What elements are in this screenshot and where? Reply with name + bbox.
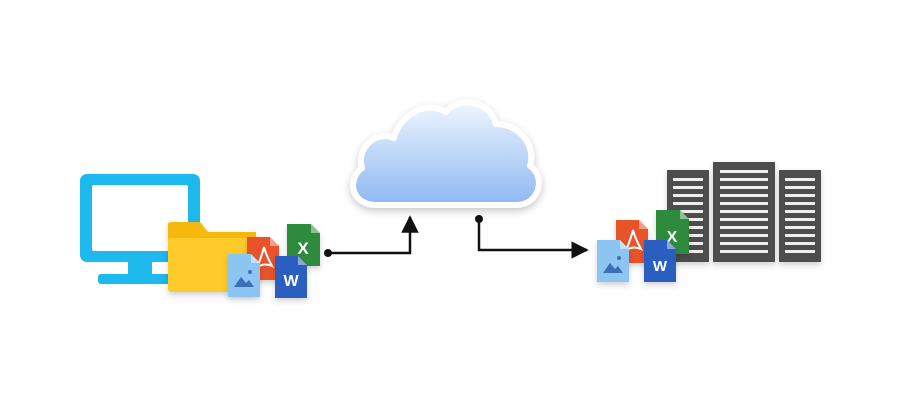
server-slot	[720, 178, 768, 181]
server-slot	[785, 242, 815, 245]
server-rack-icon	[667, 162, 821, 262]
word-file-icon: W	[275, 256, 307, 298]
word-badge: W	[283, 273, 299, 290]
server-slot	[785, 218, 815, 221]
server-storage: X W	[597, 162, 821, 282]
server-slot	[785, 234, 815, 237]
image-file-icon	[228, 254, 260, 297]
server-slot	[785, 250, 815, 253]
server-slot	[720, 250, 768, 253]
server-slot	[720, 218, 768, 221]
server-slot	[785, 210, 815, 213]
server-slot	[673, 210, 703, 213]
server-slot	[720, 170, 768, 173]
monitor-icon	[80, 174, 200, 284]
excel-file-icon: X	[287, 224, 320, 266]
server-slot	[720, 194, 768, 197]
server-slot	[673, 194, 703, 197]
server-slot	[720, 186, 768, 189]
server-slot	[720, 202, 768, 205]
server-slot	[673, 202, 703, 205]
server-slot	[673, 186, 703, 189]
excel-badge: X	[297, 239, 309, 258]
word-file-icon: W	[644, 240, 676, 282]
cloud-icon	[350, 99, 542, 208]
connector-source-to-cloud	[324, 215, 419, 257]
server-slot	[785, 226, 815, 229]
server-slot	[785, 194, 815, 197]
server-slot	[720, 234, 768, 237]
server-slot	[785, 186, 815, 189]
server-slot	[720, 210, 768, 213]
server-slot	[785, 178, 815, 181]
server-slot	[785, 202, 815, 205]
desktop-computer: X W	[80, 174, 320, 298]
server-slot	[720, 226, 768, 229]
image-file-icon	[597, 240, 629, 282]
excel-badge: X	[667, 229, 678, 246]
word-badge: W	[653, 258, 668, 275]
server-slot	[720, 242, 768, 245]
connector-cloud-to-target	[475, 215, 589, 259]
server-slot	[673, 178, 703, 181]
